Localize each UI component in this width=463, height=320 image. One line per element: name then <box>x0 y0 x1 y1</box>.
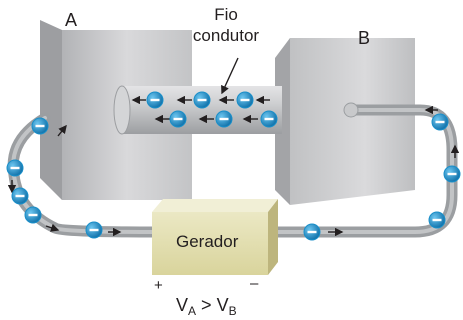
generator <box>152 199 278 275</box>
minus-terminal-label: – <box>250 275 259 292</box>
plate-b <box>275 38 415 205</box>
wire-label-leader <box>221 57 239 95</box>
relation-v-b: V <box>216 295 229 315</box>
electron-icon <box>6 159 24 177</box>
electron-icon <box>146 91 164 109</box>
arrow-icon <box>57 124 67 137</box>
generator-label: Gerador <box>176 232 239 251</box>
electron-icon <box>303 223 321 241</box>
wire-label-line-2: condutor <box>192 26 260 45</box>
electron-icon <box>85 221 103 239</box>
cylinder-flow <box>7 95 460 237</box>
electron-icon <box>215 110 233 128</box>
electron-icon <box>11 187 29 205</box>
plate-a-label: A <box>65 10 78 30</box>
electron-icon <box>193 91 211 109</box>
electron-icon <box>31 117 49 135</box>
wire-label: Fio condutor <box>186 4 266 46</box>
wire-label-line-1: Fio <box>214 5 238 24</box>
electron-icon <box>443 165 461 183</box>
relation-v-a: V <box>176 295 189 315</box>
plate-b-label: B <box>358 28 371 48</box>
electron-icon <box>260 110 278 128</box>
relation-sub-a: A <box>188 304 197 318</box>
potential-relation: VA > VB <box>176 295 237 318</box>
plus-terminal-label: + <box>154 277 163 294</box>
electron-icon <box>169 110 187 128</box>
electron-icon <box>431 113 449 131</box>
relation-gt: > <box>201 295 212 315</box>
arrow-icon <box>45 223 60 232</box>
electrons <box>6 91 461 241</box>
electron-icon <box>24 206 42 224</box>
electron-icon <box>428 211 446 229</box>
electron-icon <box>236 91 254 109</box>
relation-sub-b: B <box>228 304 237 318</box>
